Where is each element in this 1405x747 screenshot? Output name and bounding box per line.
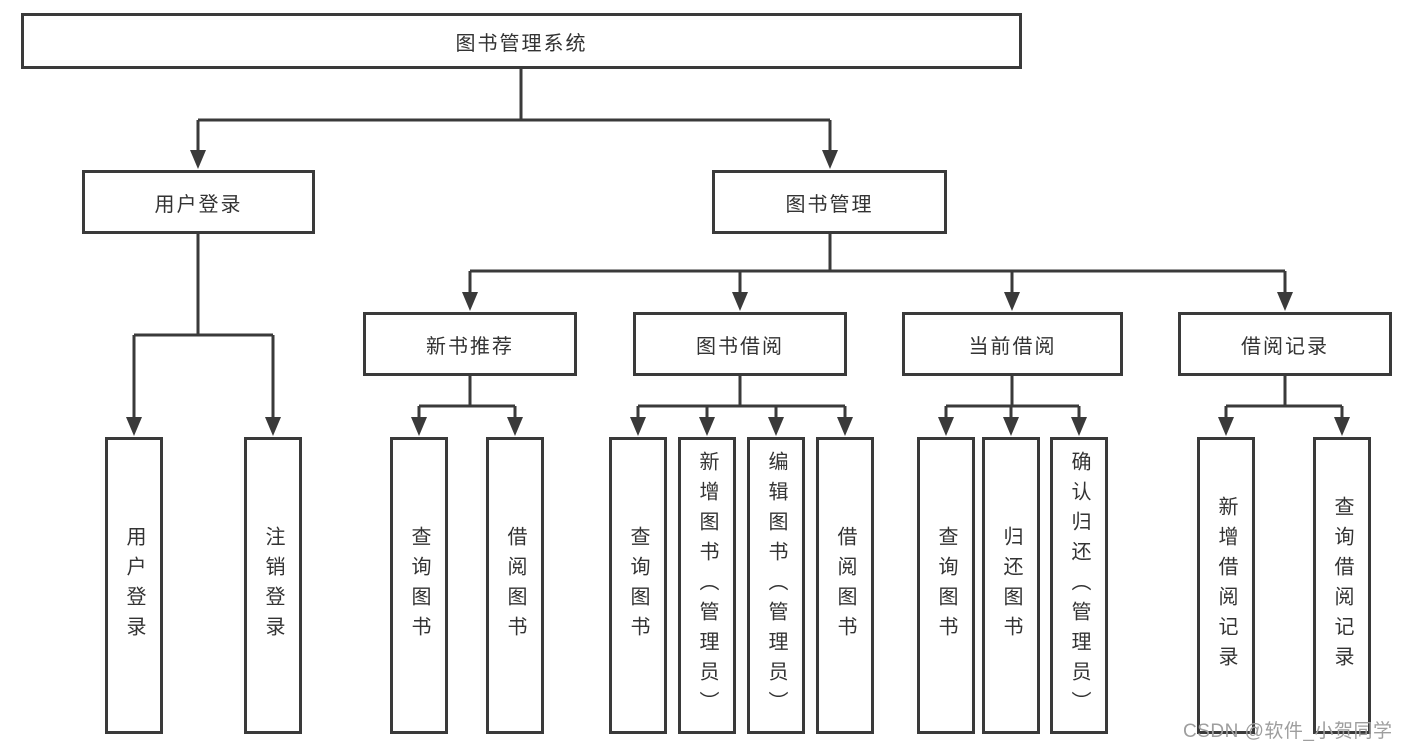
node-new-book-recommend-label: 新书推荐 xyxy=(426,335,514,358)
leaf-borrow-borrow-books-label: 借阅图书 xyxy=(834,525,856,646)
node-book-management: 图书管理 xyxy=(712,170,947,234)
node-current-borrow-label: 当前借阅 xyxy=(968,335,1057,358)
leaf-borrow-add-books-admin-label: 新增图书（管理员） xyxy=(696,450,718,721)
node-book-management-label: 图书管理 xyxy=(785,193,874,216)
leaf-records-add-record-label: 新增借阅记录 xyxy=(1215,495,1237,676)
root-node-book-management-system: 图书管理系统 xyxy=(21,13,1022,69)
leaf-borrow-edit-books-admin-label: 编辑图书（管理员） xyxy=(765,450,787,721)
leaf-records-query-record-label: 查询借阅记录 xyxy=(1331,495,1353,676)
leaf-newbook-borrow-books-label: 借阅图书 xyxy=(504,525,526,646)
leaf-current-confirm-return-admin: 确认归还（管理员） xyxy=(1050,437,1108,734)
leaf-current-return-books: 归还图书 xyxy=(982,437,1040,734)
leaf-newbook-borrow-books: 借阅图书 xyxy=(486,437,544,734)
leaf-current-confirm-return-admin-label: 确认归还（管理员） xyxy=(1068,450,1090,721)
node-borrow-records: 借阅记录 xyxy=(1178,312,1392,376)
leaf-current-return-books-label: 归还图书 xyxy=(1000,525,1022,646)
node-new-book-recommend: 新书推荐 xyxy=(363,312,577,376)
node-user-login-label: 用户登录 xyxy=(154,193,243,216)
leaf-newbook-query-books: 查询图书 xyxy=(390,437,448,734)
root-node-label: 图书管理系统 xyxy=(455,32,588,55)
leaf-newbook-query-books-label: 查询图书 xyxy=(408,525,430,646)
leaf-borrow-borrow-books: 借阅图书 xyxy=(816,437,874,734)
leaf-borrow-query-books-label: 查询图书 xyxy=(627,525,649,646)
leaf-logout: 注销登录 xyxy=(244,437,302,734)
leaf-logout-label: 注销登录 xyxy=(262,525,284,646)
leaf-user-login-label: 用户登录 xyxy=(123,525,145,646)
leaf-borrow-query-books: 查询图书 xyxy=(609,437,667,734)
csdn-watermark: CSDN @软件_小贺同学 xyxy=(1183,721,1393,742)
leaf-user-login: 用户登录 xyxy=(105,437,163,734)
leaf-borrow-add-books-admin: 新增图书（管理员） xyxy=(678,437,736,734)
node-book-borrow-label: 图书借阅 xyxy=(696,335,784,358)
node-borrow-records-label: 借阅记录 xyxy=(1241,335,1329,358)
node-book-borrow: 图书借阅 xyxy=(633,312,847,376)
leaf-borrow-edit-books-admin: 编辑图书（管理员） xyxy=(747,437,805,734)
leaf-current-query-books: 查询图书 xyxy=(917,437,975,734)
node-user-login: 用户登录 xyxy=(82,170,315,234)
leaf-records-add-record: 新增借阅记录 xyxy=(1197,437,1255,734)
leaf-records-query-record: 查询借阅记录 xyxy=(1313,437,1371,734)
node-current-borrow: 当前借阅 xyxy=(902,312,1123,376)
leaf-current-query-books-label: 查询图书 xyxy=(935,525,957,646)
